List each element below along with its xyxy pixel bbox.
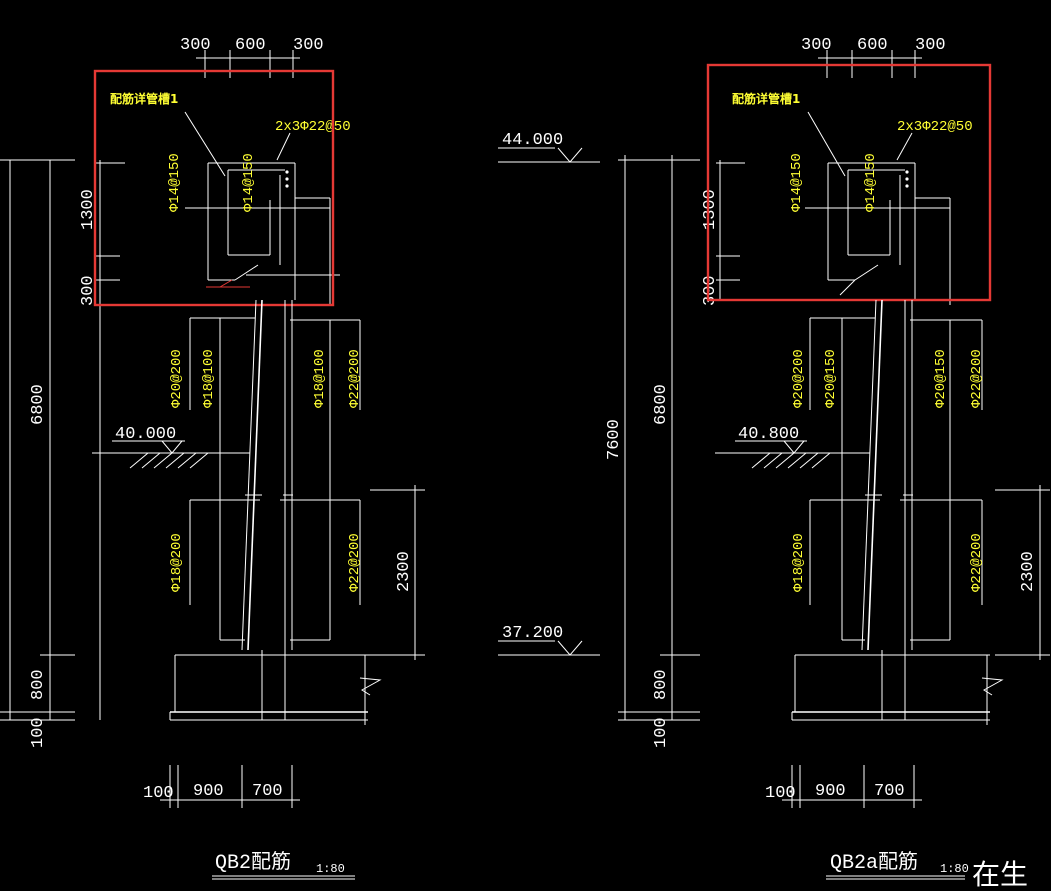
rebar-upper-outer-left: Φ20@200 bbox=[791, 349, 807, 408]
label-top-bars: 2x3Φ22@50 bbox=[897, 119, 973, 135]
dim-800: 800 bbox=[652, 669, 671, 700]
drawing-qb2: 300 600 300 1300 300 6800 800 100 bbox=[0, 36, 425, 880]
label-detail: 配筋详管槽1 bbox=[732, 91, 800, 106]
dim-300: 300 bbox=[701, 275, 720, 306]
dim-7600: 7600 bbox=[605, 419, 624, 460]
rebar-upper-inner-left: Φ18@100 bbox=[201, 349, 217, 408]
highlight-box[interactable] bbox=[93, 69, 335, 307]
dim-6800: 6800 bbox=[29, 384, 48, 425]
top-dim-1: 300 bbox=[801, 36, 832, 55]
top-dimension-chain: 300 600 300 bbox=[180, 36, 324, 78]
corner-overlay-text: 在生 bbox=[972, 858, 1028, 891]
highlight-box[interactable] bbox=[706, 63, 992, 302]
trough-detail bbox=[184, 111, 340, 305]
ground-level-marker bbox=[92, 440, 250, 469]
dim-2300: 2300 bbox=[395, 551, 414, 592]
rebar-upper-inner-right: Φ20@150 bbox=[933, 349, 949, 408]
dim-6800: 6800 bbox=[652, 384, 671, 425]
rebar-upper-inner-left: Φ20@150 bbox=[823, 349, 839, 408]
label-top-bars: 2x3Φ22@50 bbox=[275, 119, 351, 135]
rebar-phi14-b: Φ14@150 bbox=[863, 153, 879, 212]
top-dim-1: 300 bbox=[180, 36, 211, 55]
dim-1300: 1300 bbox=[701, 189, 720, 230]
top-dim-3: 300 bbox=[915, 36, 946, 55]
bottom-dim-1: 100 bbox=[765, 784, 796, 803]
top-dimension-chain: 300 600 300 bbox=[801, 36, 946, 78]
rebar-phi14-b: Φ14@150 bbox=[241, 153, 257, 212]
dim-2300: 2300 bbox=[1019, 551, 1038, 592]
left-dimension-chain bbox=[0, 159, 125, 721]
level-mid: 40.800 bbox=[738, 425, 799, 444]
drawing-title: QB2配筋 bbox=[215, 850, 291, 875]
bottom-dim-2: 900 bbox=[193, 782, 224, 801]
rebar-phi14-a: Φ14@150 bbox=[167, 153, 183, 212]
drawing-scale: 1:80 bbox=[940, 862, 969, 876]
left-dimension-chain bbox=[618, 155, 745, 721]
dim-100: 100 bbox=[29, 717, 48, 748]
bottom-dim-3: 700 bbox=[874, 782, 905, 801]
top-dim-2: 600 bbox=[235, 36, 266, 55]
wall-body bbox=[791, 299, 1004, 725]
top-dim-3: 300 bbox=[293, 36, 324, 55]
rebar-lower-left: Φ18@200 bbox=[791, 533, 807, 592]
drawing-title: QB2a配筋 bbox=[830, 850, 918, 875]
dim-300: 300 bbox=[79, 275, 98, 306]
trough-detail bbox=[805, 111, 951, 305]
top-dim-2: 600 bbox=[857, 36, 888, 55]
rebar-phi14-a: Φ14@150 bbox=[789, 153, 805, 212]
bottom-dim-3: 700 bbox=[252, 782, 283, 801]
rebar-lower-right: Φ22@200 bbox=[969, 533, 985, 592]
level-top: 44.000 bbox=[502, 131, 563, 150]
dim-2300-chain bbox=[995, 485, 1050, 660]
level-bottom: 37.200 bbox=[502, 624, 563, 643]
bottom-dimension-chain: 100 900 700 bbox=[143, 765, 300, 808]
rebar-upper-inner-right: Φ18@100 bbox=[312, 349, 328, 408]
ground-level-marker bbox=[715, 440, 870, 469]
rebar-lower-right: Φ22@200 bbox=[347, 533, 363, 592]
level-markers bbox=[498, 147, 600, 656]
bottom-dimension-chain: 100 900 700 bbox=[765, 765, 922, 808]
bottom-dim-1: 100 bbox=[143, 784, 174, 803]
bottom-dim-2: 900 bbox=[815, 782, 846, 801]
rebar-upper-outer-left: Φ20@200 bbox=[169, 349, 185, 408]
dim-100: 100 bbox=[652, 717, 671, 748]
label-detail: 配筋详管槽1 bbox=[110, 91, 178, 106]
rebar-lower-left: Φ18@200 bbox=[169, 533, 185, 592]
wall-body bbox=[169, 299, 382, 725]
dim-1300: 1300 bbox=[79, 189, 98, 230]
dim-800: 800 bbox=[29, 669, 48, 700]
drawing-scale: 1:80 bbox=[316, 862, 345, 876]
dim-2300-chain bbox=[370, 485, 425, 660]
rebar-upper-outer-right: Φ22@200 bbox=[969, 349, 985, 408]
level-label: 40.000 bbox=[115, 425, 176, 444]
drawing-qb2a: 300 600 300 44.000 37.200 7 bbox=[498, 36, 1050, 880]
rebar-upper-outer-right: Φ22@200 bbox=[347, 349, 363, 408]
